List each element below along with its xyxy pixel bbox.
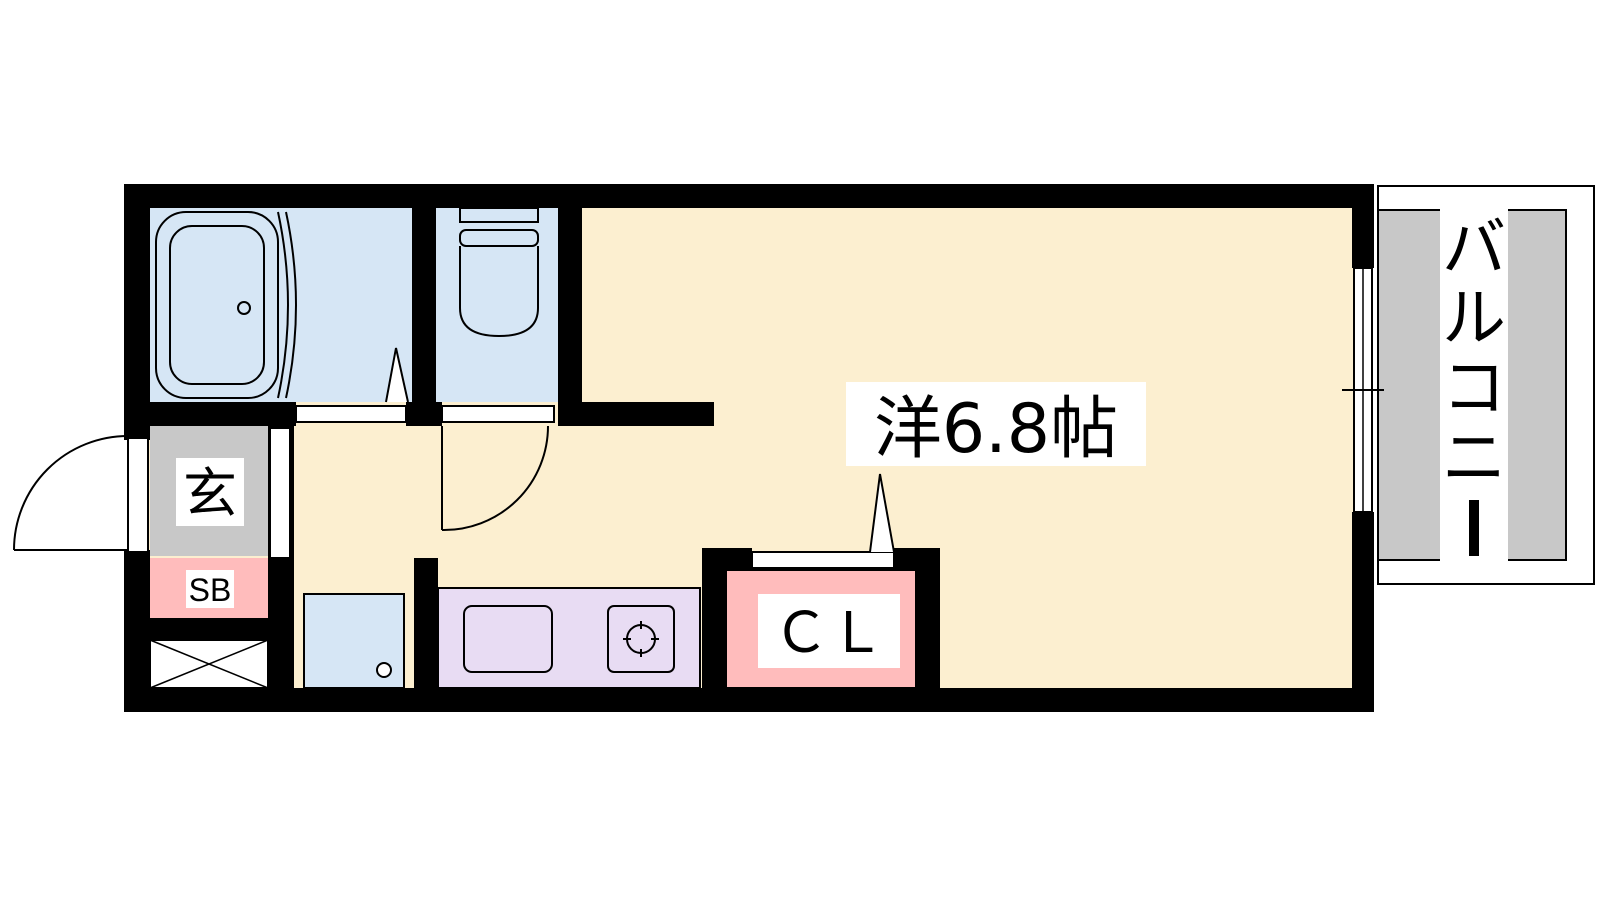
bathtub-inner	[169, 225, 265, 385]
entrance-label-background	[176, 458, 244, 526]
wall-closet-left	[702, 548, 726, 712]
balcony: バ ル コ ニ	[1377, 185, 1595, 585]
balcony-label-char: バ	[1442, 212, 1506, 286]
balcony-label-char: コ	[1442, 352, 1506, 426]
closet-label-background	[758, 594, 900, 668]
wall-entrance-divider	[150, 618, 268, 640]
wall-left-lower	[124, 550, 150, 712]
closet-door-marker	[869, 473, 895, 553]
toilet-bowl	[459, 246, 539, 338]
wall-bath-bottom-left	[124, 402, 296, 426]
closet-door	[751, 551, 895, 569]
wall-left-upper	[124, 184, 150, 440]
shoe-box-label-background	[186, 570, 234, 608]
bath-partition-curve	[277, 211, 289, 399]
wall-bottom	[124, 688, 1374, 712]
room-label-background	[846, 382, 1146, 466]
wall-top	[124, 184, 1374, 208]
closet-label: ＣＬ	[773, 601, 885, 666]
wall-toilet-stub	[558, 402, 714, 426]
washing-machine-drain	[376, 662, 392, 678]
balcony-label-char: ニ	[1442, 422, 1506, 496]
bathroom-door-marker	[385, 347, 409, 403]
shoe-box-label: SB	[189, 572, 232, 608]
wall-right-upper	[1352, 184, 1374, 268]
bathroom-door	[295, 405, 407, 423]
entrance-side-door	[269, 427, 291, 559]
storage-cabinet-cross	[149, 639, 269, 689]
entrance-door-swing	[13, 435, 129, 551]
bath-partition-curve	[285, 211, 297, 399]
wall-closet-top-right	[894, 548, 940, 570]
toilet-tank	[459, 207, 539, 223]
toilet-floor	[436, 208, 558, 402]
kitchen-sink	[463, 605, 553, 673]
wall-bath-toilet	[412, 184, 436, 426]
wall-toilet-right	[558, 184, 582, 424]
wall-bath-bottom-mid	[406, 402, 442, 426]
toilet-seat-lid	[459, 229, 539, 247]
room-label: 洋6.8帖	[874, 390, 1118, 469]
entrance-door-jamb	[127, 437, 149, 553]
balcony-label-char: ル	[1442, 282, 1506, 356]
walls	[124, 184, 1374, 712]
bathtub-drain	[237, 301, 251, 315]
wall-kitchen-left	[414, 558, 438, 712]
wall-right-lower	[1352, 512, 1374, 712]
wall-closet-right	[916, 548, 940, 712]
bathtub	[155, 211, 279, 399]
bathroom-floor	[150, 208, 412, 402]
toilet-door-swing	[441, 425, 549, 532]
kitchen-stove	[607, 605, 675, 673]
toilet-door	[441, 405, 555, 423]
balcony-label-char-bar	[1469, 500, 1479, 556]
wall-closet-top-left	[702, 548, 752, 570]
entrance-label: 玄	[183, 462, 237, 525]
